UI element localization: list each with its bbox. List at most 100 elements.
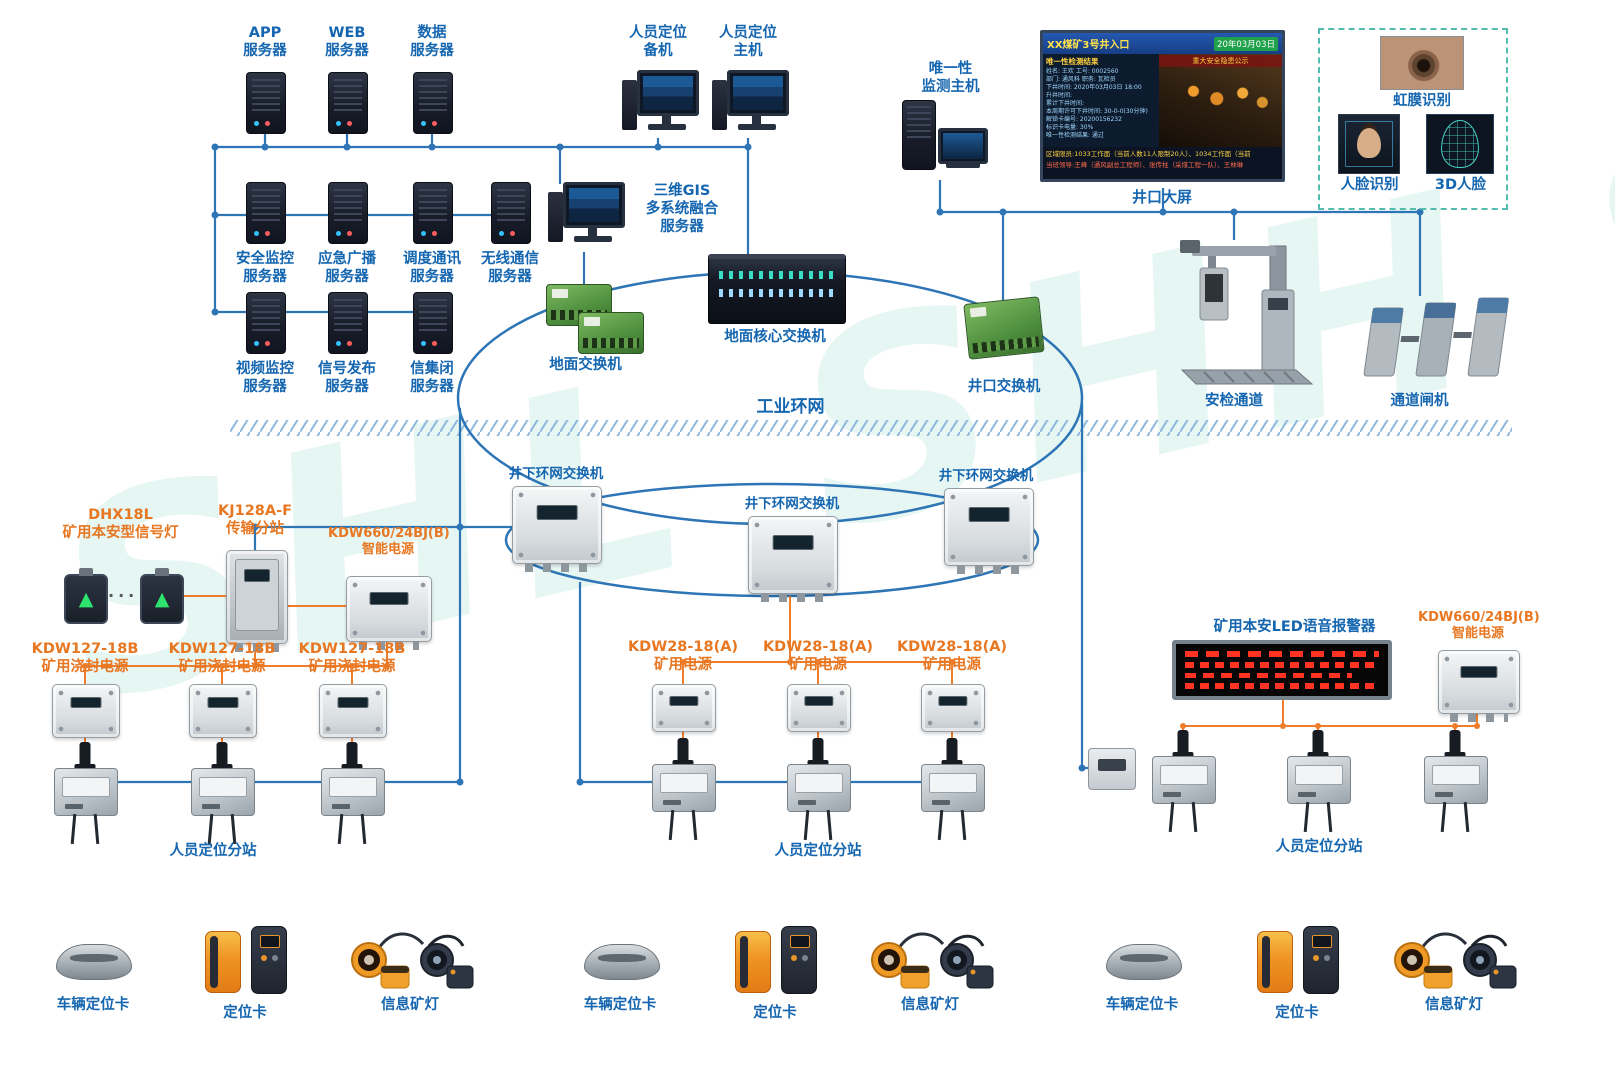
label-ground-switch: 地面交换机 bbox=[549, 357, 622, 373]
screen-photo: 重大安全隐患公示 bbox=[1158, 54, 1282, 147]
label-app-server: APP 服务器 bbox=[243, 25, 287, 60]
uniqueness-host-icon bbox=[898, 100, 988, 182]
kdw28-1-icon bbox=[652, 684, 716, 732]
vehicle-card-icon bbox=[56, 944, 132, 980]
label-vehicle-card-1: 车辆定位卡 bbox=[56, 997, 130, 1013]
label-signal-publish-server: 信号发布 服务器 bbox=[318, 361, 376, 396]
ground-hatch bbox=[230, 420, 1512, 436]
signal-light-icon-2 bbox=[140, 574, 184, 624]
video-monitor-server-icon bbox=[246, 292, 286, 354]
vehicle-card-icon bbox=[1106, 944, 1182, 980]
label-dispatch-comm-server: 调度通讯 服务器 bbox=[403, 251, 461, 286]
signal-light-icon-1 bbox=[64, 574, 108, 624]
screen-info-panel: 唯一性检测结果 姓名: 王欢 工号: 0002560 部门: 通风科 职务: 瓦… bbox=[1043, 54, 1159, 147]
screen-hazard-title: 重大安全隐患公示 bbox=[1158, 55, 1282, 67]
screen-footer: 区域限员:1033工作面（当前人数11人限制20人）、1034工作面（当前 当班… bbox=[1043, 147, 1282, 179]
kdw127-3-icon bbox=[319, 684, 387, 738]
label-positioning-card-1: 定位卡 bbox=[223, 1005, 267, 1021]
label-kdw127-3: KDW127-18B 矿用浇封电源 bbox=[298, 641, 406, 676]
label-gis-server: 三维GIS 多系统融合 服务器 bbox=[645, 183, 719, 236]
label-positioning-card-3: 定位卡 bbox=[1275, 1005, 1319, 1021]
interlock-server-icon bbox=[413, 292, 453, 354]
dispatch-comm-server-icon bbox=[413, 182, 453, 244]
label-kdw28-1: KDW28-18(A) 矿用电源 bbox=[627, 639, 739, 674]
screen-title: XX煤矿3号井入口 bbox=[1047, 40, 1130, 51]
positioning-substation-icon bbox=[319, 742, 385, 848]
positioning-substation-icon bbox=[52, 742, 118, 848]
iris-image bbox=[1380, 36, 1464, 90]
orange-nodes bbox=[82, 659, 1480, 729]
positioning-card-icon bbox=[735, 926, 819, 998]
label-security-channel: 安检通道 bbox=[1205, 393, 1263, 409]
label-positioning-main: 人员定位 主机 bbox=[719, 25, 777, 60]
positioning-substation-icon bbox=[1285, 730, 1351, 836]
label-info-lamp-2: 信息矿灯 bbox=[901, 997, 959, 1013]
signal-publish-server-icon bbox=[328, 292, 368, 354]
safety-monitor-server-icon bbox=[246, 182, 286, 244]
positioning-substation-icon bbox=[1422, 730, 1488, 836]
face-3d-image bbox=[1426, 114, 1494, 174]
positioning-substation-icon bbox=[1150, 730, 1216, 836]
label-iris-recognition: 虹膜识别 bbox=[1393, 93, 1451, 109]
label-wireless-comm-server: 无线通信 服务器 bbox=[481, 251, 539, 286]
positioning-backup-pc-icon bbox=[622, 70, 699, 140]
app-server-icon bbox=[246, 72, 286, 134]
screen-panel-title: 唯一性检测结果 bbox=[1046, 57, 1099, 66]
label-substation-middle: 人员定位分站 bbox=[774, 843, 862, 859]
label-kdw28-2: KDW28-18(A) 矿用电源 bbox=[762, 639, 874, 674]
label-emergency-broadcast-server: 应急广播 服务器 bbox=[318, 251, 376, 286]
wireless-comm-server-icon bbox=[491, 182, 531, 244]
positioning-substation-icon bbox=[189, 742, 255, 848]
positioning-card-icon bbox=[205, 926, 289, 998]
label-3d-face: 3D人脸 bbox=[1434, 177, 1487, 193]
label-kdw28-3: KDW28-18(A) 矿用电源 bbox=[896, 639, 1008, 674]
label-substation-right: 人员定位分站 bbox=[1275, 839, 1363, 855]
label-interlock-server: 信集闭 服务器 bbox=[410, 361, 454, 396]
face-recognition-image bbox=[1338, 114, 1400, 174]
label-core-switch: 地面核心交换机 bbox=[724, 329, 826, 345]
label-data-server: 数据 服务器 bbox=[410, 25, 454, 60]
label-web-server: WEB 服务器 bbox=[325, 25, 369, 60]
wellhead-big-screen: XX煤矿3号井入口 20年03月03日 唯一性检测结果 姓名: 王欢 工号: 0… bbox=[1040, 30, 1285, 182]
screen-date-badge: 20年03月03日 bbox=[1214, 36, 1278, 51]
label-industrial-ring: 工业环网 bbox=[756, 397, 825, 417]
led-alarm-icon bbox=[1172, 640, 1392, 700]
kj128-transmission-substation-icon bbox=[226, 550, 288, 652]
kdw127-2-icon bbox=[189, 684, 257, 738]
label-wellhead-switch: 井口交换机 bbox=[967, 379, 1041, 395]
kdw660-left-icon bbox=[346, 576, 432, 650]
info-mining-lamp-icon bbox=[345, 926, 475, 994]
label-video-monitor-server: 视频监控 服务器 bbox=[236, 361, 294, 396]
kdw127-1-icon bbox=[52, 684, 120, 738]
underground-switch-3-icon bbox=[944, 488, 1034, 574]
gate-machine-icon bbox=[1357, 296, 1515, 386]
kdw28-3-icon bbox=[921, 684, 985, 732]
positioning-substation-icon bbox=[919, 738, 985, 844]
label-kj128-substation: KJ128A-F 传输分站 bbox=[217, 503, 293, 538]
info-mining-lamp-icon bbox=[865, 926, 995, 994]
label-positioning-card-2: 定位卡 bbox=[753, 1005, 797, 1021]
emergency-broadcast-server-icon bbox=[328, 182, 368, 244]
vehicle-card-icon bbox=[584, 944, 660, 980]
label-underground-switch-2: 井下环网交换机 bbox=[744, 496, 840, 512]
underground-switch-2-icon bbox=[748, 516, 838, 602]
data-server-icon bbox=[413, 72, 453, 134]
label-gate-machine: 通道闸机 bbox=[1390, 393, 1449, 409]
ground-switch-icon-b bbox=[578, 312, 644, 354]
label-face-recognition: 人脸识别 bbox=[1340, 177, 1399, 193]
screen-header: XX煤矿3号井入口 20年03月03日 bbox=[1043, 33, 1282, 54]
positioning-substation-icon bbox=[785, 738, 851, 844]
label-kdw660-left: KDW660/24BJ(B) 智能电源 bbox=[328, 526, 450, 558]
info-mining-lamp-icon bbox=[1388, 926, 1518, 994]
label-kdw127-2: KDW127-18B 矿用浇封电源 bbox=[168, 641, 276, 676]
security-channel-icon bbox=[1178, 238, 1314, 390]
positioning-main-pc-icon bbox=[712, 70, 789, 140]
label-underground-switch-3: 井下环网交换机 bbox=[938, 468, 1034, 484]
label-led-alarm: 矿用本安LED语音报警器 bbox=[1213, 619, 1376, 635]
wellhead-switch-icon bbox=[963, 296, 1045, 360]
label-kdw127-1: KDW127-18B 矿用浇封电源 bbox=[31, 641, 139, 676]
label-wellhead-screen: 井口大屏 bbox=[1131, 188, 1192, 206]
label-substation-left: 人员定位分站 bbox=[169, 843, 257, 859]
gis-server-pc-icon bbox=[548, 182, 625, 252]
